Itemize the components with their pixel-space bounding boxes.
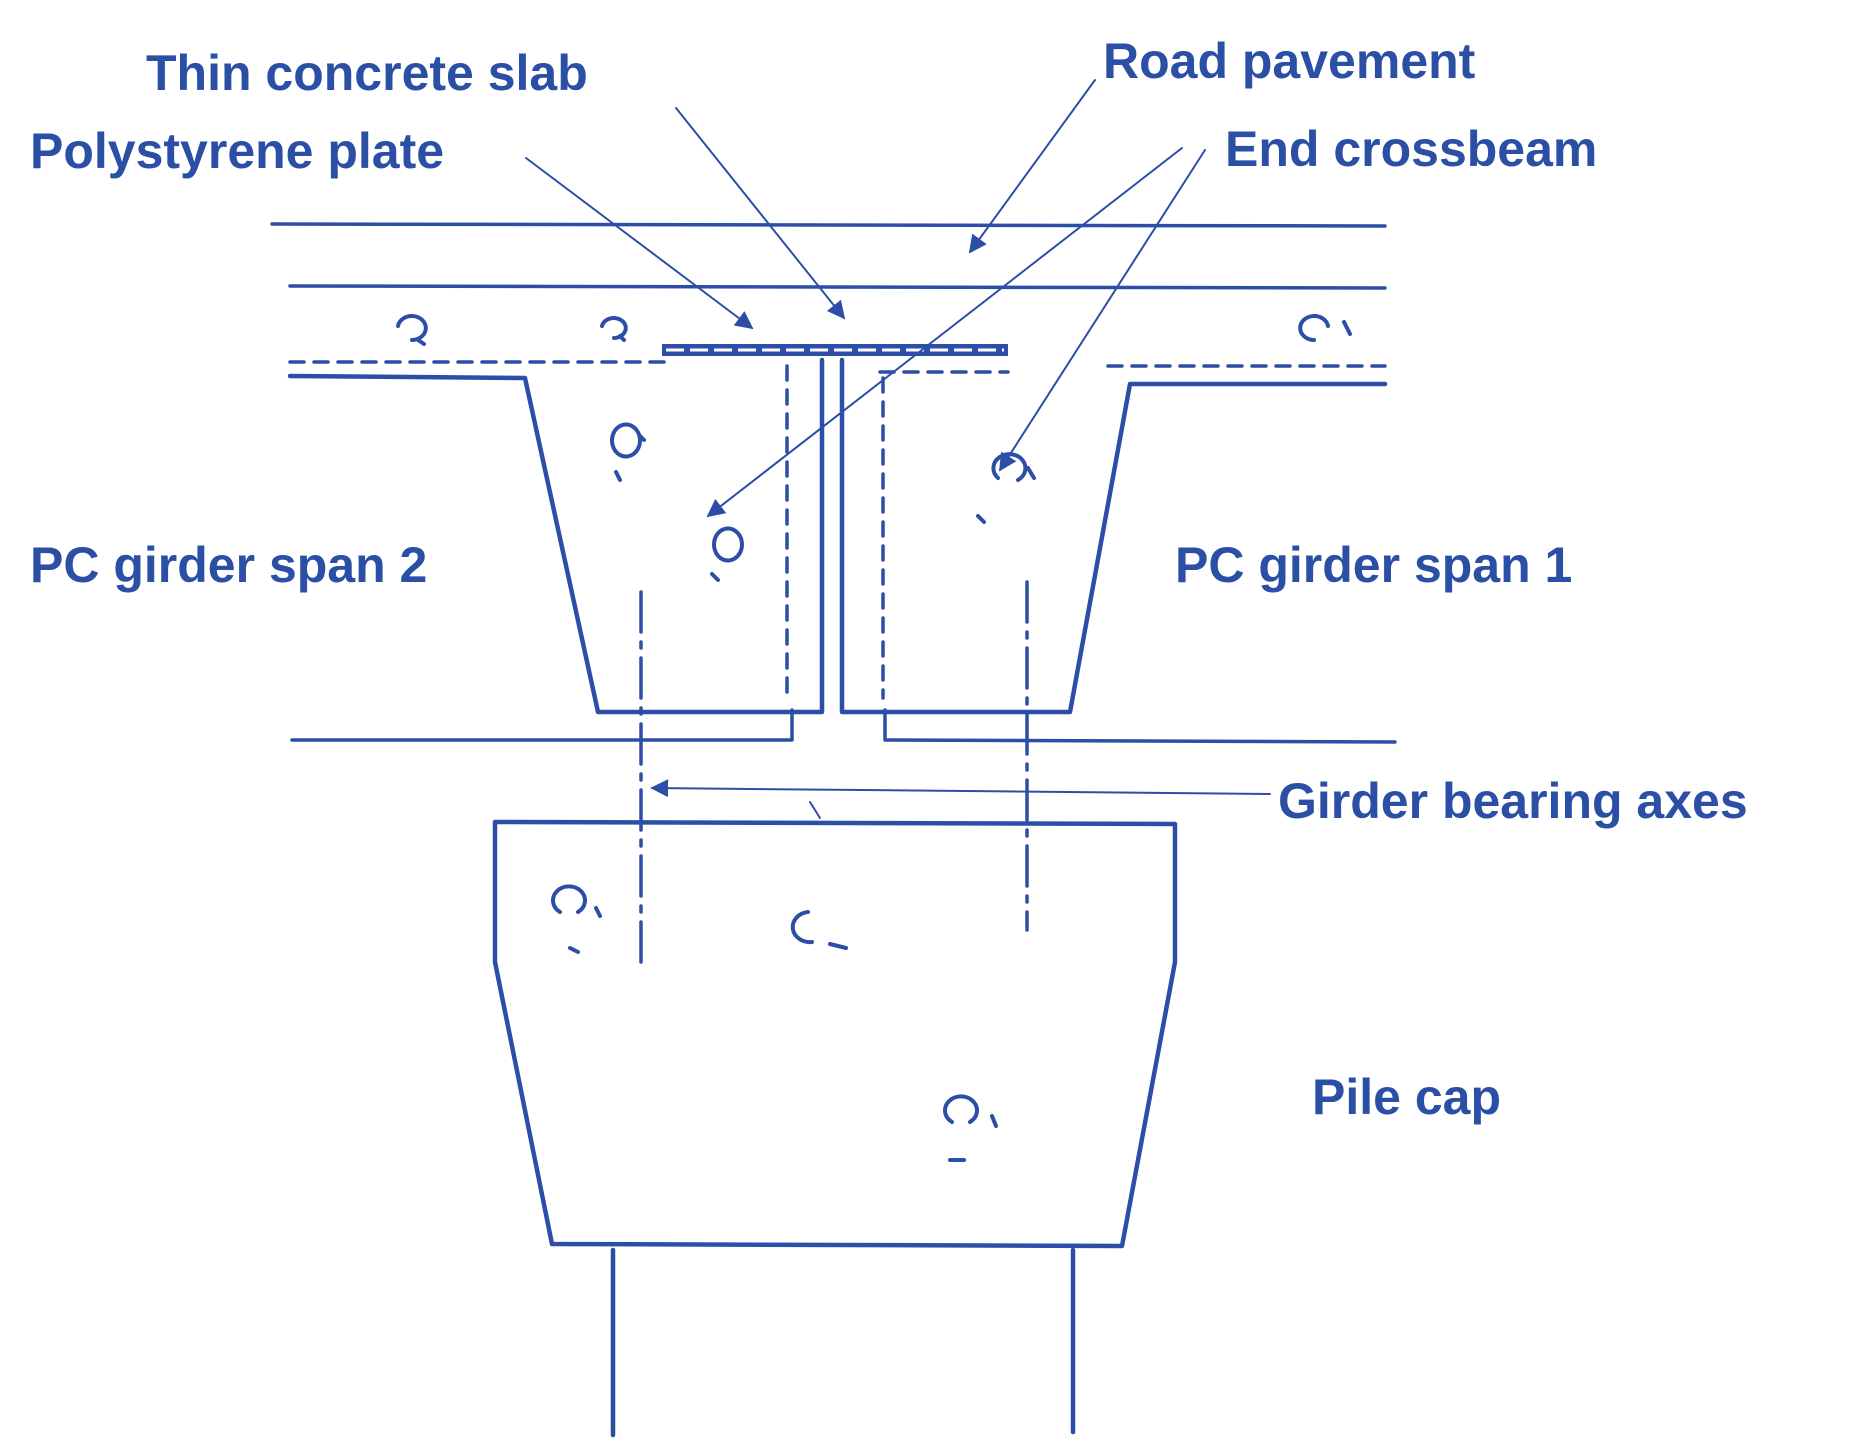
pc-girder-span-1 (839, 357, 1388, 932)
label-pc-girder-span-2: PC girder span 2 (30, 537, 427, 593)
label-girder-bearing-axes: Girder bearing axes (1278, 773, 1748, 829)
deck-dashed-line (288, 360, 1387, 374)
label-end-crossbeam: End crossbeam (1225, 121, 1597, 177)
leader-arrows (525, 79, 1271, 819)
bearing-level-line (290, 708, 1397, 744)
label-road-pavement: Road pavement (1103, 33, 1476, 89)
label-thin-concrete-slab: Thin concrete slab (146, 45, 588, 101)
aggregate-marks (396, 314, 1352, 1162)
thin-concrete-slab (662, 344, 1008, 356)
pc-girder-span-2 (287, 357, 825, 974)
road-pavement-layer (270, 222, 1387, 290)
label-pile-cap: Pile cap (1312, 1069, 1501, 1125)
label-pc-girder-span-1: PC girder span 1 (1175, 537, 1572, 593)
label-polystyrene-plate: Polystyrene plate (30, 123, 444, 179)
pile-cap-body (492, 819, 1178, 1438)
